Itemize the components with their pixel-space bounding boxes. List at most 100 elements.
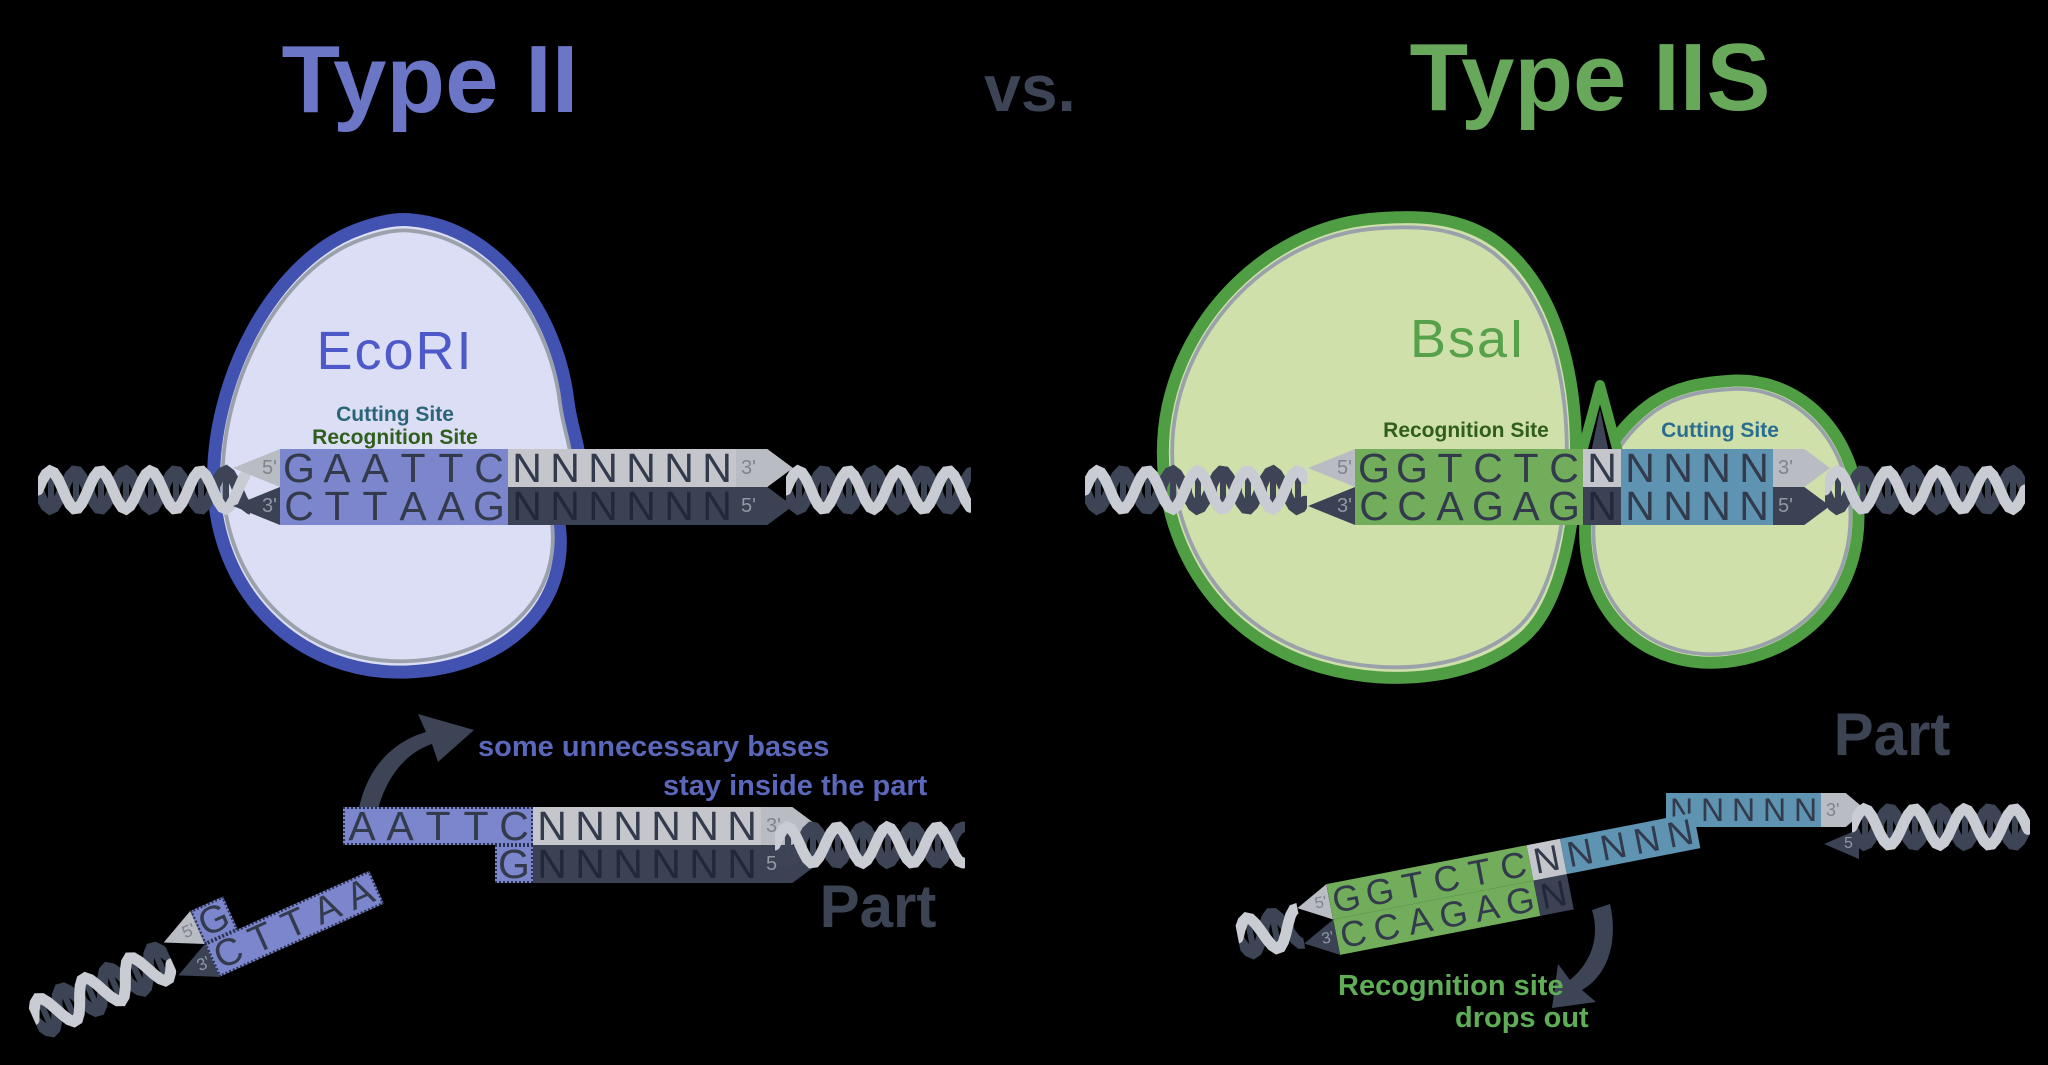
- five-prime-tag: 5': [1308, 449, 1355, 487]
- base-C: C: [474, 444, 504, 491]
- base-N: N: [1731, 792, 1756, 828]
- dna-helix: [1819, 462, 2031, 518]
- five-prime-point: 5': [1773, 487, 1830, 525]
- five-prime-tag: 5': [233, 449, 280, 487]
- base-N: N: [512, 482, 542, 529]
- base-N: N: [537, 840, 567, 887]
- base-N: N: [651, 840, 681, 887]
- base-A: A: [361, 444, 389, 491]
- base-C: C: [1397, 482, 1427, 529]
- base-G: G: [1548, 482, 1580, 529]
- three-prime-point: 3': [1773, 449, 1830, 487]
- base-G: G: [1472, 482, 1504, 529]
- part-label-right: Part: [1833, 701, 1951, 768]
- cutting-site-label-left: Cutting Site: [336, 403, 454, 426]
- dna-helix: [1079, 462, 1311, 518]
- base-T: T: [463, 802, 489, 849]
- base-T: T: [362, 482, 388, 529]
- curved-arrow-icon: [1552, 904, 1613, 1008]
- base-N: N: [702, 444, 732, 491]
- base-T: T: [425, 802, 451, 849]
- three-prime-tag: 3': [1308, 487, 1355, 525]
- base-G: G: [473, 482, 505, 529]
- base-A: A: [437, 482, 465, 529]
- base-N: N: [689, 802, 719, 849]
- recognition-site-label-right: Recognition Site: [1383, 419, 1549, 442]
- base-N: N: [537, 802, 567, 849]
- enzyme-name-bsai: BsaI: [1409, 309, 1527, 369]
- base-N: N: [1587, 444, 1617, 491]
- base-G: G: [1396, 444, 1428, 491]
- base-N: N: [626, 444, 656, 491]
- spacer-segment: N: [1583, 444, 1621, 491]
- base-N: N: [1701, 444, 1731, 491]
- base-N: N: [664, 444, 694, 491]
- note-recognition-drops-line1: Recognition site: [1338, 970, 1564, 1002]
- base-N: N: [651, 802, 681, 849]
- base-N: N: [575, 840, 605, 887]
- base-N: N: [1663, 444, 1693, 491]
- base-N: N: [1625, 444, 1655, 491]
- three-prime-tag: 3': [233, 487, 280, 525]
- base-N: N: [664, 482, 694, 529]
- base-N: N: [588, 444, 618, 491]
- base-N: N: [626, 482, 656, 529]
- title-type-iis: Type IIS: [1409, 24, 1771, 131]
- base-segment: G: [495, 840, 533, 887]
- note-unnecessary-bases-line2: stay inside the part: [663, 770, 928, 802]
- curved-arrow-icon: [356, 714, 474, 832]
- title-vs: vs.: [984, 51, 1076, 125]
- base-N: N: [550, 444, 580, 491]
- base-A: A: [323, 444, 351, 491]
- base-N: N: [1700, 792, 1725, 828]
- base-N: N: [727, 802, 757, 849]
- base-N: N: [1793, 792, 1818, 828]
- dna-helix: [23, 934, 182, 1044]
- base-T: T: [400, 444, 426, 491]
- dna-helix: [769, 818, 969, 872]
- cutting-site-label-right: Cutting Site: [1661, 419, 1779, 442]
- base-A: A: [348, 802, 376, 849]
- part-label-left: Part: [819, 873, 937, 940]
- base-A: A: [1512, 482, 1540, 529]
- base-T: T: [324, 482, 350, 529]
- base-G: G: [1358, 444, 1390, 491]
- three-prime-tag: 3': [1301, 919, 1340, 961]
- base-T: T: [1437, 444, 1463, 491]
- base-T: T: [1513, 444, 1539, 491]
- five-prime-point: 5': [736, 487, 793, 525]
- base-A: A: [399, 482, 427, 529]
- note-unnecessary-bases-line1: some unnecessary bases: [478, 731, 830, 763]
- base-N: N: [702, 482, 732, 529]
- base-N: N: [727, 840, 757, 887]
- dna-helix: [32, 462, 256, 518]
- note-recognition-drops-line2: drops out: [1455, 1002, 1589, 1034]
- ecori-enzyme-blob: [207, 213, 588, 679]
- dna-helix: [1232, 899, 1310, 964]
- base-N: N: [1663, 482, 1693, 529]
- base-N: N: [1587, 482, 1617, 529]
- base-N: N: [689, 840, 719, 887]
- base-N: N: [1739, 482, 1769, 529]
- enzyme-name-ecori: EcoRI: [316, 321, 474, 381]
- base-G: G: [498, 840, 530, 887]
